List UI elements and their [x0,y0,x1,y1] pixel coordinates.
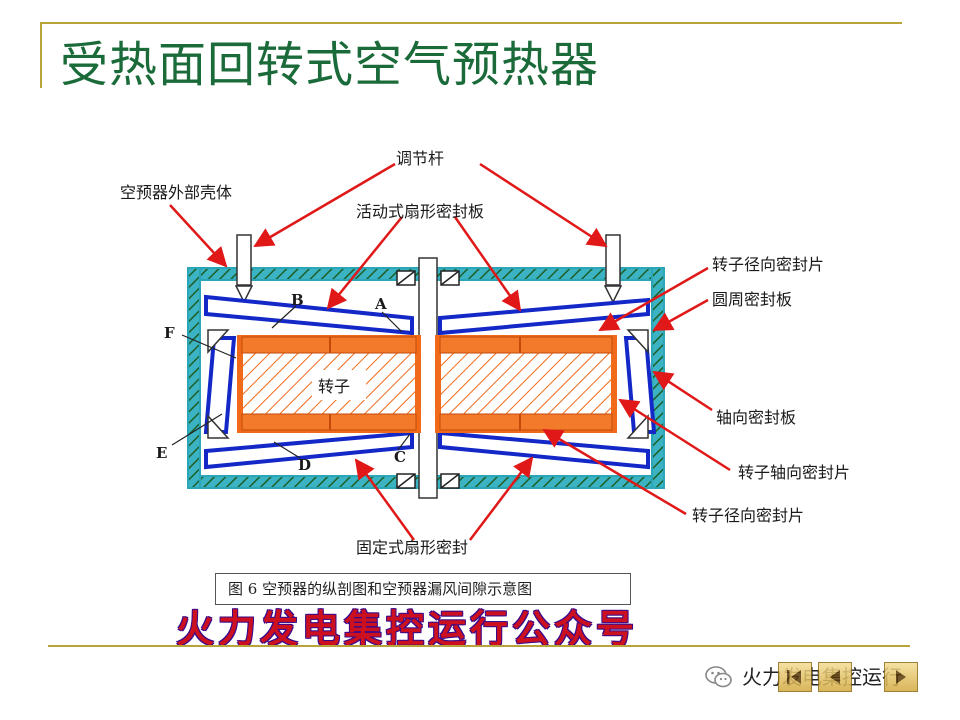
label-adjust-rod: 调节杆 [396,149,444,168]
annotation-arrows [169,162,731,541]
nav-back-button[interactable] [818,662,852,692]
letter-d: D [298,456,311,474]
label-axial-seal-plate: 轴向密封板 [716,408,796,427]
watermark-text: 火力发电集控运行公众号 [176,606,639,651]
label-rotor-radial-seal-top: 转子径向密封片 [712,255,824,274]
nav-first-icon [787,670,801,684]
letter-c: C [394,448,406,466]
label-circumferential-seal-plate: 圆周密封板 [712,290,792,309]
letter-f: F [164,324,175,342]
label-rotor-radial-seal-bottom: 转子径向密封片 [692,506,804,525]
nav-first-button[interactable] [778,662,812,692]
wechat-icon [705,666,732,688]
bottom-rule [48,645,910,647]
nav-back-icon [830,670,840,684]
adjust-rods [234,234,623,304]
label-movable-sector-plate: 活动式扇形密封板 [356,202,484,221]
label-fixed-sector-seal: 固定式扇形密封 [356,538,468,557]
nav-next-icon [896,670,906,684]
letter-b: B [291,291,304,309]
letter-e: E [156,444,167,462]
slide-title: 受热面回转式空气预热器 [60,37,600,93]
label-rotor-axial-seal: 转子轴向密封片 [738,463,850,482]
letter-a: A [374,295,387,313]
sector-seal-plates [203,294,657,470]
left-rule [40,22,42,88]
rotor [237,335,617,433]
top-rule [40,22,902,24]
central-shaft [396,257,460,499]
letter-pointers [171,305,411,459]
label-outer-shell: 空预器外部壳体 [120,183,232,202]
label-rotor: 转子 [318,377,350,396]
corner-seals [207,329,649,439]
nav-next-button[interactable] [884,662,918,692]
figure-caption: 图 6 空预器的纵剖图和空预器漏风间隙示意图 [215,573,631,605]
